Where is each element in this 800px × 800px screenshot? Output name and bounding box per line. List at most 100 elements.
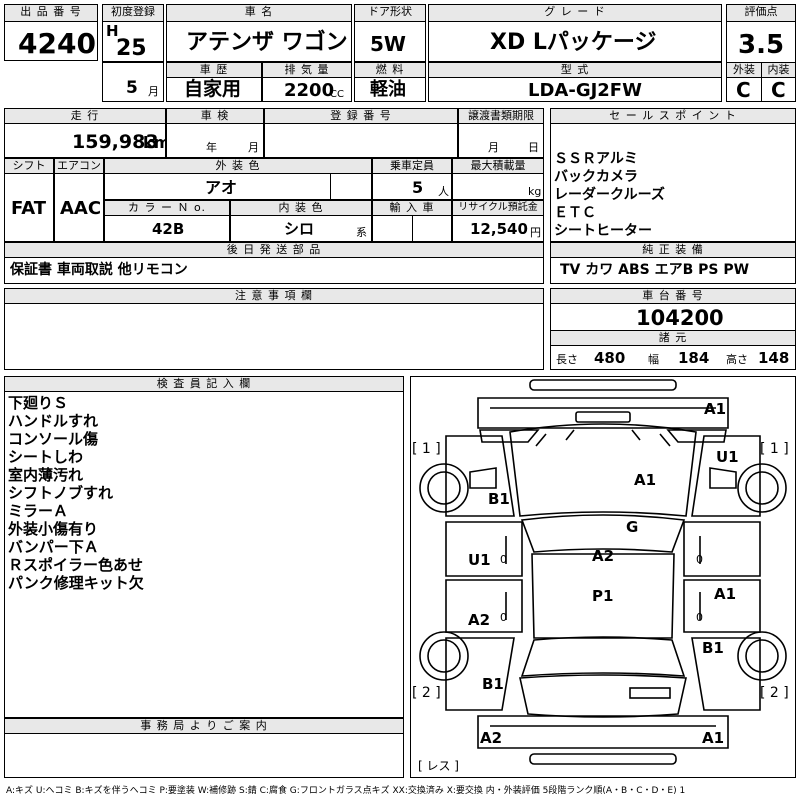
interior-grade-header: 内装 [761, 62, 796, 78]
import-header: 輸 入 車 [372, 200, 452, 216]
km-unit: km [143, 133, 171, 152]
sales-point: バックカメラ [554, 169, 638, 185]
caution-header: 注 意 事 項 欄 [4, 288, 544, 304]
score: 3.5 [738, 30, 785, 60]
tire-front-right-label: [ 1 ] [760, 441, 789, 457]
car-name: アテンザ ワゴン [186, 30, 348, 55]
door-type: 5W [370, 32, 406, 56]
shift: FAT [11, 198, 47, 219]
specs-header: 諸 元 [550, 330, 796, 346]
capacity-unit: 人 [438, 185, 449, 198]
exterior-grade-header: 外装 [726, 62, 762, 78]
tire-rear-left-label: [ 2 ] [412, 685, 441, 701]
chassis-header: 車 台 番 号 [550, 288, 796, 304]
lot-divider [4, 60, 98, 102]
handle-mark: 0 [696, 553, 703, 566]
history-header: 車 歴 [166, 62, 262, 78]
handle-mark: 0 [500, 611, 507, 624]
era-label: H [106, 22, 119, 40]
later-parts: 保証書 車両取説 他リモコン [10, 262, 188, 278]
mark-rr-bumper-right: A1 [702, 729, 725, 747]
mark-rr-fender-right: B1 [702, 639, 724, 657]
int-color-unit: 系 [356, 226, 367, 239]
capacity: 5 [412, 178, 424, 197]
mark-fr-fender-left: B1 [488, 490, 510, 508]
chassis-number: 104200 [636, 306, 724, 330]
lot-header: 出 品 番 号 [4, 4, 98, 22]
fuel: 軽油 [370, 79, 406, 100]
sales-point: レーダークルーズ [554, 187, 665, 203]
mark-roof: A2 [592, 547, 615, 565]
ac-header: エアコン [54, 158, 104, 174]
width: 184 [678, 349, 710, 367]
score-header: 評価点 [726, 4, 796, 22]
handle-mark: 0 [696, 611, 703, 624]
mark-rr-bumper-left: A2 [480, 729, 503, 747]
inspector-note: 外装小傷有り [8, 520, 99, 538]
reg-month: 5 [126, 78, 138, 98]
first-reg-header: 初度登録 [102, 4, 164, 22]
max-load-header: 最大積載量 [452, 158, 544, 174]
inspector-note: Ｒスポイラー色あせ [8, 556, 144, 574]
mark-front-bumper: A1 [704, 400, 727, 418]
ext-color-divider [330, 174, 331, 200]
height: 148 [758, 349, 790, 367]
inspector-note: バンパー下Ａ [8, 538, 99, 556]
inspector-note: 下廻りＳ [8, 394, 69, 412]
genuine-equipment: TV カワ ABS エアB PS PW [560, 262, 750, 278]
recycle-box [452, 215, 544, 242]
mileage-header: 走 行 [4, 108, 166, 124]
recycle-header: リサイクル預託金 [452, 200, 544, 216]
exterior-grade: C [736, 78, 751, 102]
sales-point: ＥＴＣ [554, 205, 596, 221]
inspector-notes-list: 下廻りＳ ハンドルすれ コンソール傷 シートしわ 室内薄汚れ シフトノブすれ ミ… [8, 394, 144, 592]
grade-header: グ レ ー ド [428, 4, 722, 22]
int-color: シロ [284, 220, 315, 238]
transfer-month-unit: 月 [488, 141, 499, 154]
import-divider [412, 215, 413, 242]
transfer-header: 譲渡書類期限 [458, 108, 544, 124]
genuine-header: 純 正 装 備 [550, 242, 796, 258]
inspector-note: ミラーＡ [8, 502, 69, 520]
mark-hood: A1 [634, 471, 657, 489]
mark-windshield: G [626, 518, 639, 536]
recycle: 12,540 [470, 220, 528, 238]
sales-header: セ ー ル ス ポ イ ン ト [550, 108, 796, 124]
handle-mark: 0 [500, 553, 507, 566]
car-diagram [419, 379, 787, 765]
interior-grade: C [771, 78, 786, 102]
inspector-note: 室内薄汚れ [8, 466, 84, 484]
kg-unit: kg [528, 185, 542, 198]
sales-point: ＳＳＲアルミ [554, 151, 638, 167]
ext-color-header: 外 装 色 [104, 158, 372, 174]
length-label: 長さ [556, 353, 578, 366]
displacement: 2200 [284, 80, 335, 101]
inspector-note: コンソール傷 [8, 430, 99, 448]
fuel-header: 燃 料 [354, 62, 426, 78]
yen-unit: 円 [530, 226, 541, 239]
mark-fr-door-right: A1 [714, 585, 737, 603]
height-label: 高さ [726, 353, 748, 366]
ext-color: アオ [205, 178, 238, 197]
inspector-note: パンク修理キット欠 [8, 574, 144, 592]
color-no: 42B [152, 220, 185, 238]
width-label: 幅 [648, 353, 659, 366]
inspector-note: ハンドルすれ [8, 412, 99, 430]
door-header: ドア形状 [354, 4, 426, 22]
car-name-header: 車 名 [166, 4, 352, 22]
lot-number: 4240 [18, 27, 96, 60]
inspector-box [4, 376, 404, 718]
model-code: LDA-GJ2FW [528, 80, 642, 101]
history: 自家用 [184, 78, 242, 100]
color-no-header: カ ラ ー Ｎ o. [104, 200, 230, 216]
shaken-header: 車 検 [166, 108, 264, 124]
plate-header: 登 録 番 号 [264, 108, 458, 124]
int-color-header: 内 装 色 [230, 200, 372, 216]
sales-points-list: ＳＳＲアルミ バックカメラ レーダークルーズ ＥＴＣ シートヒーター [554, 150, 665, 240]
cc-unit: CC [330, 89, 344, 100]
month-unit: 月 [148, 85, 159, 98]
int-color-box [230, 215, 372, 242]
shaken-year-unit: 年 [206, 141, 217, 154]
spare-tire-label: [ レス ] [418, 759, 459, 773]
legend-text: A:キズ U:ヘコミ B:キズを伴うヘコミ P:要塗装 W:補修跡 S:錆 C:… [6, 786, 686, 796]
